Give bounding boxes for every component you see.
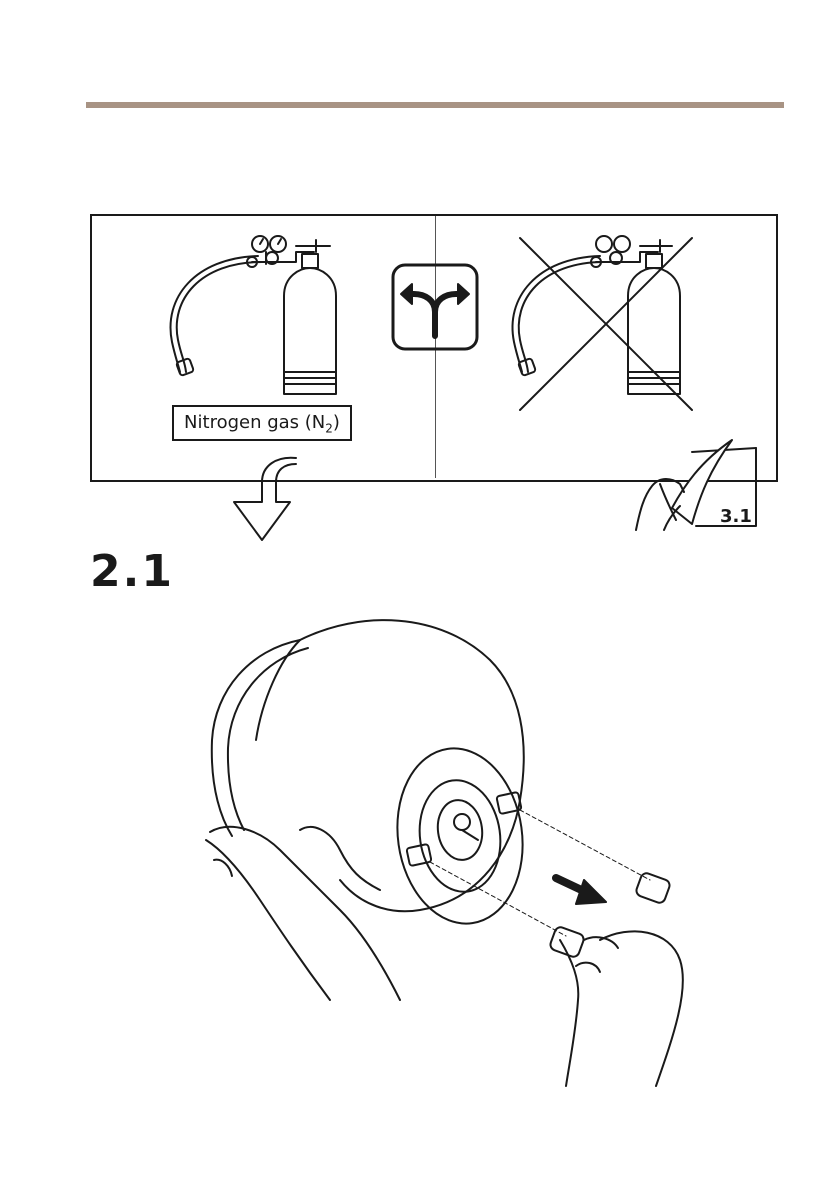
no-cylinder-icon	[513, 236, 692, 410]
gas-label-subscript: 2	[325, 422, 333, 436]
fork-decision-icon	[393, 265, 477, 349]
nitrogen-cylinder-icon	[171, 236, 336, 394]
gas-type-label: Nitrogen gas (N2)	[172, 405, 352, 441]
gas-label-close: )	[333, 412, 340, 433]
reference-page-number: 3.1	[720, 506, 752, 527]
camera-housing-illustration	[206, 620, 683, 1086]
step-number: 2.1	[90, 542, 174, 602]
gas-label-text: Nitrogen gas (N	[184, 412, 325, 433]
down-arrow-icon	[234, 458, 296, 540]
